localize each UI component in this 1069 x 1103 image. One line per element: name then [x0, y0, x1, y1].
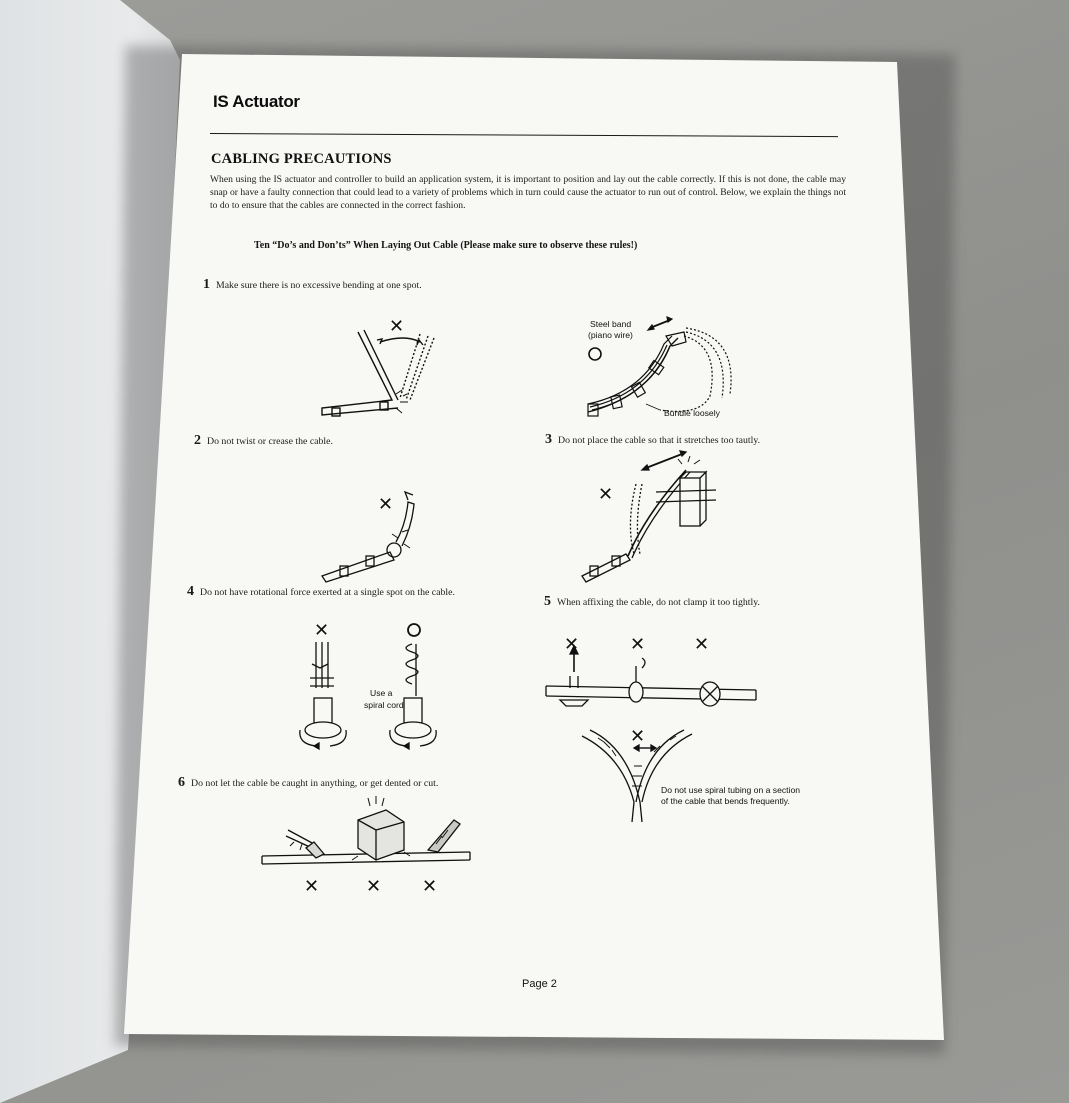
wrong-mark: ✕ — [366, 876, 381, 897]
use-a-label: Use a — [370, 688, 393, 698]
item-number: 5 — [544, 594, 551, 609]
intro-paragraph: When using the IS actuator and controlle… — [210, 174, 846, 212]
wrong-mark: ✕ — [389, 316, 404, 337]
figure-clamping: ✕ ✕ ✕ ✕ — [545, 634, 757, 823]
figure-too-taut: ✕ — [581, 450, 717, 583]
item-1: 1 Make sure there is no excessive bending… — [203, 277, 422, 293]
piano-wire-label: (piano wire) — [588, 330, 633, 340]
page-number: Page 2 — [522, 978, 557, 990]
wrong-mark: ✕ — [422, 876, 437, 897]
wrong-mark: ✕ — [378, 494, 393, 515]
spiral-tubing-caption-line1: Do not use spiral tubing on a section — [661, 785, 801, 795]
spiral-tubing-caption-line2: of the cable that bends frequently. — [661, 796, 790, 806]
item-3: 3 Do not place the cable so that it stret… — [545, 432, 760, 448]
wrong-mark: ✕ — [630, 634, 645, 655]
item-text: When affixing the cable, do not clamp it… — [557, 597, 760, 608]
document-page: ​ — [124, 54, 944, 1040]
steel-band-label: Steel band — [590, 319, 631, 329]
figure-rotational-force: ✕ Use a spiral cord — [299, 620, 437, 751]
item-5: 5 When affixing the cable, do not clamp i… — [544, 594, 760, 610]
figure-caught-dented-cut: ✕ ✕ ✕ — [261, 796, 471, 897]
item-number: 6 — [178, 775, 185, 790]
item-text: Make sure there is no excessive bending … — [216, 280, 422, 291]
item-number: 4 — [187, 584, 194, 599]
item-number: 1 — [203, 277, 210, 292]
wrong-mark: ✕ — [598, 484, 613, 505]
spiral-tubing-caption: Do not use spiral tubing on a section of… — [661, 785, 800, 807]
bundle-loosely-label: Bundle loosely — [664, 408, 721, 418]
page-title: IS Actuator — [213, 92, 300, 111]
section-heading: CABLING PRECAUTIONS — [211, 151, 392, 167]
item-text: Do not have rotational force exerted at … — [200, 587, 455, 598]
figure-steel-band: Steel band (piano wire) Bundle loosely — [587, 316, 732, 418]
item-text: Do not twist or crease the cable. — [207, 436, 333, 447]
wrong-mark: ✕ — [304, 876, 319, 897]
wrong-mark: ✕ — [564, 634, 579, 655]
item-number: 3 — [545, 432, 552, 447]
item-text: Do not let the cable be caught in anythi… — [191, 778, 439, 789]
item-text: Do not place the cable so that it stretc… — [558, 435, 761, 446]
spiral-cord-label: spiral cord — [364, 700, 404, 710]
rules-subheading: Ten “Do’s and Don’ts” When Laying Out Ca… — [254, 240, 638, 251]
item-6: 6 Do not let the cable be caught in anyth… — [178, 775, 438, 791]
figure-twist: ✕ — [320, 490, 415, 583]
figure-excessive-bending: ✕ — [321, 316, 435, 417]
wrong-mark: ✕ — [630, 726, 645, 747]
item-number: 2 — [194, 433, 201, 448]
item-2: 2 Do not twist or crease the cable. — [194, 433, 333, 449]
item-4: 4 Do not have rotational force exerted at… — [187, 584, 455, 600]
wrong-mark: ✕ — [694, 634, 709, 655]
correct-mark — [407, 623, 421, 637]
wrong-mark: ✕ — [314, 620, 329, 641]
correct-mark — [588, 347, 602, 361]
